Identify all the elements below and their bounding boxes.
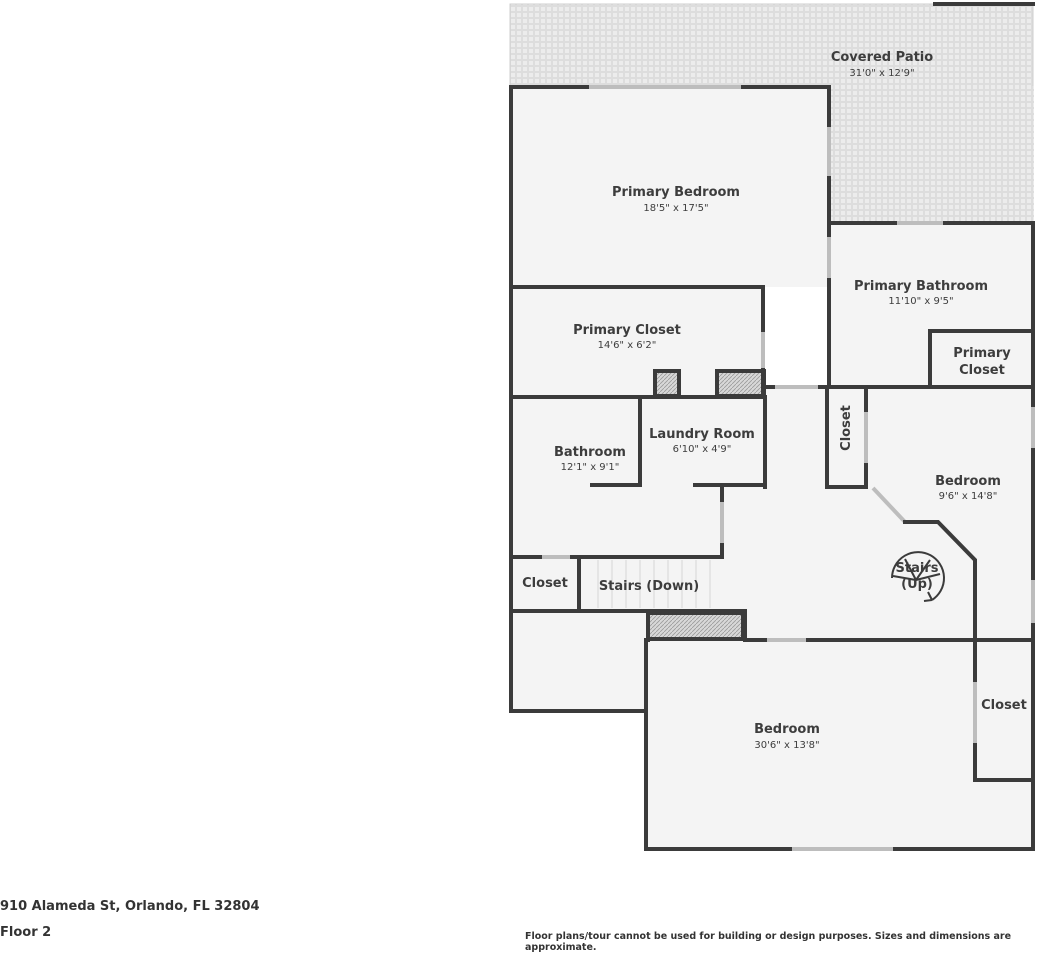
walls xyxy=(509,2,1035,851)
disclaimer-text: Floor plans/tour cannot be used for buil… xyxy=(525,931,1012,953)
bedroom-south-name: Bedroom xyxy=(754,722,820,737)
primary-closet-small-line1: Primary xyxy=(953,346,1011,361)
closet-south-name: Closet xyxy=(981,698,1027,713)
closet-hall-name: Closet xyxy=(839,405,854,451)
property-address: 910 Alameda St, Orlando, FL 32804 xyxy=(0,899,260,914)
bathroom-dims: 12'1" x 9'1" xyxy=(561,462,620,473)
spiral-stairs-icon xyxy=(891,551,945,602)
laundry-room-name: Laundry Room xyxy=(649,427,755,442)
room-labels: Covered Patio 31'0" x 12'9" Primary Bedr… xyxy=(522,50,1027,751)
stairs-down-name: Stairs (Down) xyxy=(599,579,699,594)
primary-bedroom-dims: 18'5" x 17'5" xyxy=(643,203,708,214)
primary-bedroom-name: Primary Bedroom xyxy=(612,185,740,200)
stairs-up-line1: Stairs xyxy=(896,561,939,576)
covered-patio-dims: 31'0" x 12'9" xyxy=(849,68,914,79)
primary-bathroom-dims: 11'10" x 9'5" xyxy=(888,296,953,307)
laundry-room-dims: 6'10" x 4'9" xyxy=(673,444,732,455)
floor-label: Floor 2 xyxy=(0,925,52,940)
primary-closet-dims: 14'6" x 6'2" xyxy=(598,340,657,351)
bedroom-east-dims: 9'6" x 14'8" xyxy=(939,491,998,502)
hatched-blocks xyxy=(646,369,766,641)
stairs-down-treads xyxy=(597,560,711,608)
primary-closet-small-line2: Closet xyxy=(959,363,1005,378)
primary-closet-name: Primary Closet xyxy=(573,323,681,338)
covered-patio-name: Covered Patio xyxy=(831,50,933,65)
closet-stairs-name: Closet xyxy=(522,576,568,591)
bedroom-south-dims: 30'6" x 13'8" xyxy=(754,740,819,751)
bedroom-east-name: Bedroom xyxy=(935,474,1001,489)
room-floors xyxy=(511,87,1033,849)
primary-bathroom-name: Primary Bathroom xyxy=(854,279,988,294)
bathroom-name: Bathroom xyxy=(554,445,626,460)
stairs-up-line2: (Up) xyxy=(901,577,933,592)
